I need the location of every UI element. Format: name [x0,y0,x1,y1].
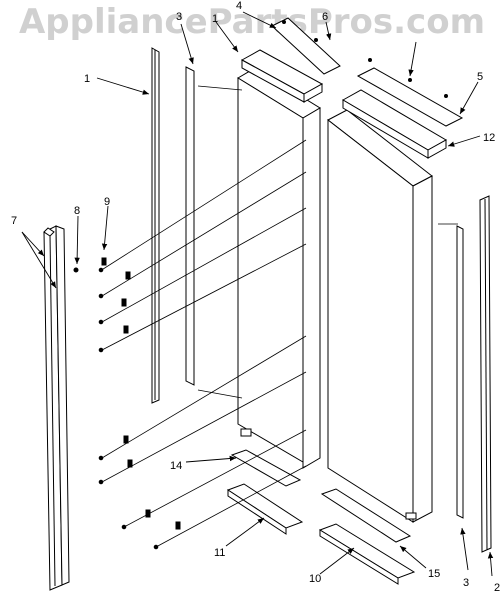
right-door-panel [327,109,433,523]
callout-10: 10 [309,573,321,585]
callout-3b: 3 [463,577,469,589]
callout-4: 4 [236,0,242,12]
callout-1b: 1 [212,13,218,25]
callout-15: 15 [428,568,440,580]
callout-11: 11 [214,547,225,559]
bottom-plate-left [230,449,302,487]
door-handle-assembly [43,225,70,591]
bottom-plate-right [320,488,412,543]
callout-8: 8 [74,205,80,217]
left-door-panel [237,67,321,469]
bottom-cap-left [226,483,304,535]
top-cap-left [240,49,324,103]
callout-14: 14 [170,460,182,472]
top-cap-right [341,89,448,159]
left-gasket-strip [185,66,195,386]
top-trim-right [356,67,464,127]
bottom-cap-right [318,523,416,585]
callout-labels: 1 1 2 3 3 4 5 6 7 8 9 10 11 12 14 15 [11,0,500,594]
right-gasket-strip [456,225,464,519]
callout-3a: 3 [176,11,182,23]
callout-2: 2 [494,582,500,594]
screws-and-clips [99,85,458,548]
callout-1a: 1 [84,73,90,85]
callout-12: 12 [483,132,495,144]
callout-5: 5 [477,71,483,83]
callout-6: 6 [322,11,328,23]
callout-7: 7 [11,215,17,227]
callout-9: 9 [104,196,110,208]
